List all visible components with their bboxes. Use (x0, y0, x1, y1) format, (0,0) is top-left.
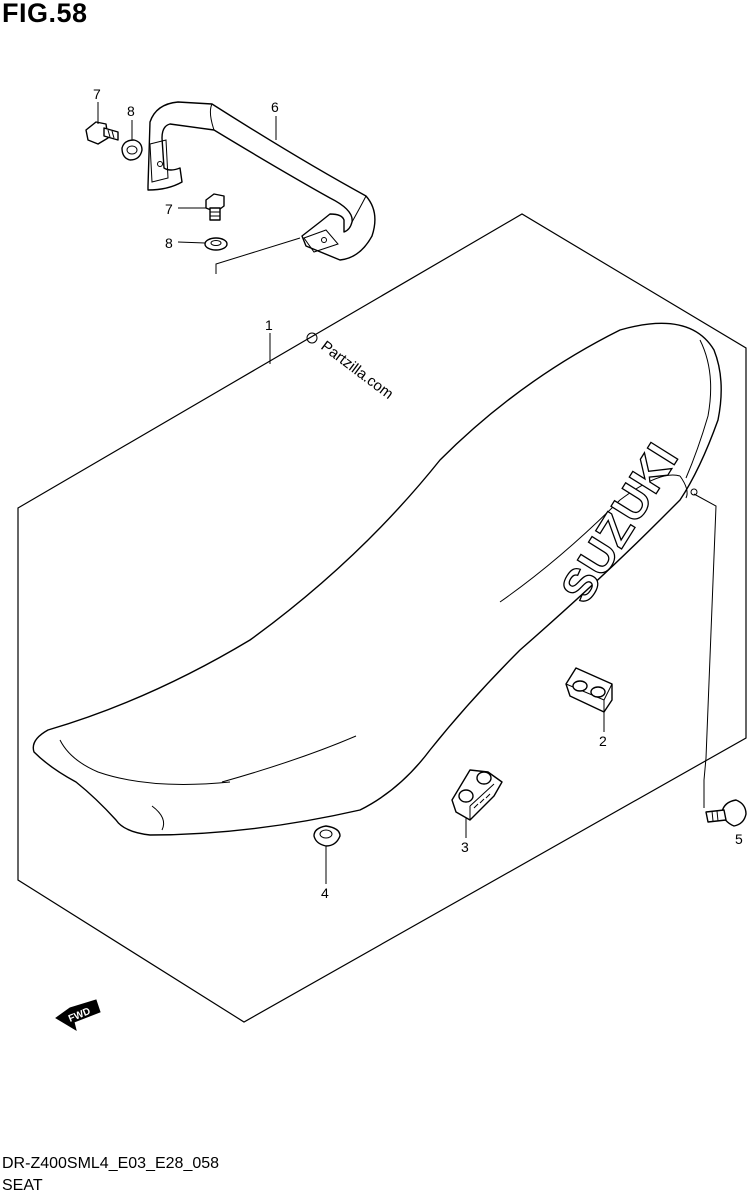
callout-7-top: 7 (93, 86, 101, 102)
seat-strap[interactable] (147, 101, 376, 261)
seat-mounting-bolt[interactable] (705, 799, 747, 827)
footer-section-name: SEAT (2, 1177, 43, 1194)
callout-8-lower: 8 (165, 235, 173, 251)
seat-clip[interactable] (313, 825, 341, 847)
callout-2: 2 (599, 733, 607, 749)
leader-8-lower (177, 241, 206, 244)
strap-bracket-line (215, 237, 301, 274)
partzilla-watermark: Partzilla.com (306, 332, 397, 403)
footer-model-code: DR-Z400SML4_E03_E28_058 (2, 1155, 220, 1172)
watermark-text: Partzilla.com (318, 338, 397, 403)
callout-8-top: 8 (127, 103, 135, 119)
callout-5: 5 (735, 831, 743, 847)
assembly-boundary (17, 213, 747, 1023)
strap-washer-top[interactable] (121, 139, 143, 161)
figure-title: FIG.58 (2, 0, 88, 28)
callout-3: 3 (461, 839, 469, 855)
callout-1: 1 (265, 317, 273, 333)
seat[interactable]: SUZUKI (32, 322, 722, 836)
fwd-arrow: FWD (55, 999, 101, 1032)
callout-7-lower: 7 (165, 201, 173, 217)
seat-cushion-2[interactable] (565, 667, 613, 713)
strap-bolt-lower[interactable] (205, 193, 225, 221)
bolt-hole (690, 488, 698, 496)
bolt-5-leader (693, 493, 717, 808)
callout-6: 6 (271, 99, 279, 115)
strap-washer-lower[interactable] (204, 237, 228, 251)
callout-4: 4 (321, 885, 329, 901)
seat-cushion-3[interactable] (451, 769, 503, 821)
strap-bolt-top[interactable] (85, 121, 119, 145)
